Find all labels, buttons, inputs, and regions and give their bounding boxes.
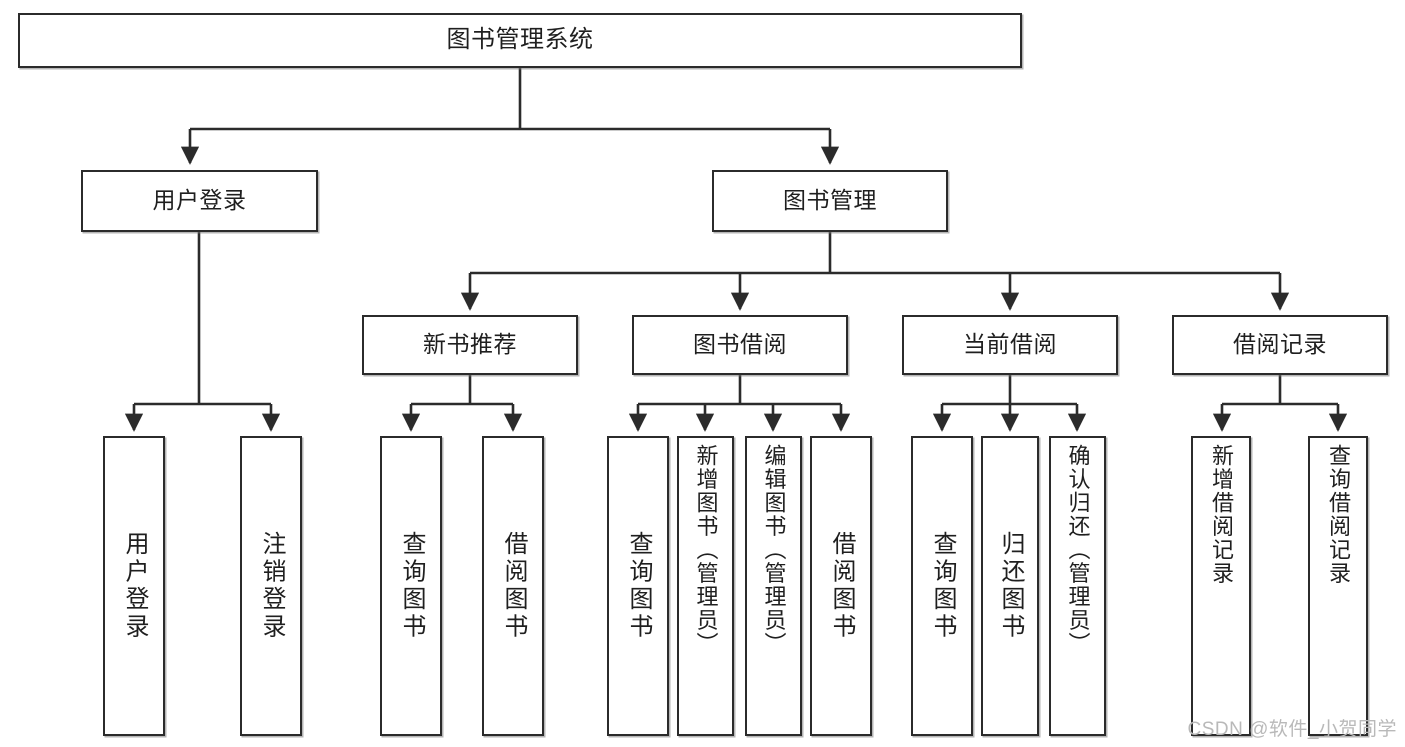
leaf-query-book-borrow[interactable]: 查询图书 (607, 436, 669, 736)
leaf-query-book-current[interactable]: 查询图书 (911, 436, 973, 736)
node-label: 注销登录 (258, 531, 285, 641)
node-label: 归还图书 (997, 531, 1024, 641)
node-label: 新增借阅记录 (1209, 444, 1234, 585)
csdn-watermark: CSDN @软件_小贺同学 (1187, 719, 1397, 740)
node-label: 借阅图书 (828, 531, 855, 641)
leaf-edit-book-admin[interactable]: 编辑图书（管理员） (745, 436, 802, 736)
leaf-borrow-book[interactable]: 借阅图书 (810, 436, 872, 736)
node-book-borrow[interactable]: 图书借阅 (632, 315, 848, 375)
node-label: 查询借阅记录 (1326, 444, 1351, 585)
node-label: 新书推荐 (423, 331, 517, 358)
node-label: 图书借阅 (693, 331, 787, 358)
node-label: 编辑图书（管理员） (761, 444, 787, 656)
node-label: 借阅记录 (1233, 331, 1327, 358)
node-borrow-record[interactable]: 借阅记录 (1172, 315, 1388, 375)
node-label: 用户登录 (121, 531, 148, 641)
leaf-user-login[interactable]: 用户登录 (103, 436, 165, 736)
leaf-query-book-recommend[interactable]: 查询图书 (380, 436, 442, 736)
node-user-login[interactable]: 用户登录 (81, 170, 318, 232)
node-root-book-management-system[interactable]: 图书管理系统 (18, 13, 1022, 68)
node-label: 查询图书 (625, 531, 652, 641)
leaf-borrow-book-recommend[interactable]: 借阅图书 (482, 436, 544, 736)
leaf-add-borrow-record[interactable]: 新增借阅记录 (1191, 436, 1251, 736)
leaf-query-borrow-record[interactable]: 查询借阅记录 (1308, 436, 1368, 736)
node-label: 图书管理 (783, 187, 877, 214)
node-current-borrow[interactable]: 当前借阅 (902, 315, 1118, 375)
node-label: 新增图书（管理员） (693, 444, 719, 656)
node-label: 当前借阅 (963, 331, 1057, 358)
node-label: 借阅图书 (500, 531, 527, 641)
node-label: 图书管理系统 (446, 26, 594, 54)
leaf-return-book[interactable]: 归还图书 (981, 436, 1039, 736)
leaf-add-book-admin[interactable]: 新增图书（管理员） (677, 436, 734, 736)
leaf-confirm-return-admin[interactable]: 确认归还（管理员） (1049, 436, 1106, 736)
node-label: 查询图书 (398, 531, 425, 641)
leaf-logout-login[interactable]: 注销登录 (240, 436, 302, 736)
node-label: 用户登录 (152, 187, 247, 214)
node-book-management[interactable]: 图书管理 (712, 170, 948, 232)
node-label: 查询图书 (929, 531, 956, 641)
node-new-book-recommend[interactable]: 新书推荐 (362, 315, 578, 375)
node-label: 确认归还（管理员） (1065, 444, 1091, 656)
